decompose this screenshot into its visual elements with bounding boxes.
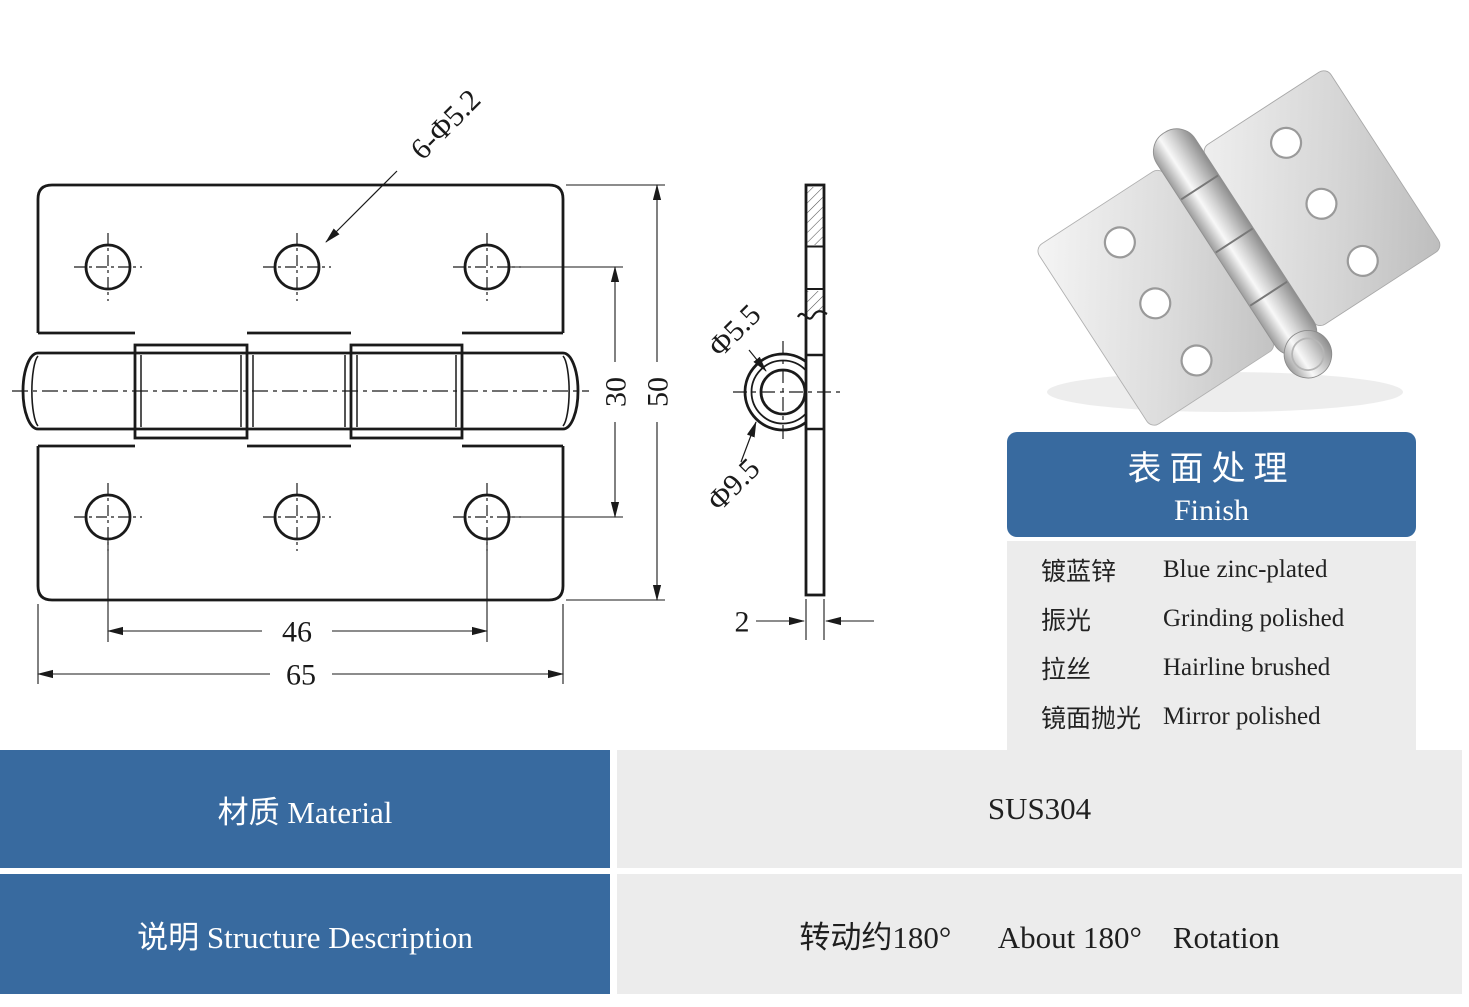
finish-row: 振光 Grinding polished [1007, 594, 1416, 643]
spec-material-value: SUS304 [617, 750, 1462, 868]
spec-description-label: 说明 Structure Description [0, 874, 610, 994]
spec-material-label: 材质 Material [0, 750, 610, 868]
finish-row: 镀蓝锌 Blue zinc-plated [1007, 545, 1416, 594]
dim-outer-height-label: 50 [642, 377, 675, 407]
front-view [12, 170, 665, 684]
hinge-barrel-joints [1180, 174, 1288, 307]
finish-title-zh: 表面处理 [1127, 451, 1296, 488]
technical-drawing: 6-Φ5.2 30 50 46 65 [12, 83, 874, 692]
finish-option-en: Mirror polished [1163, 702, 1321, 730]
hinge-pin-bottom-cap [1283, 330, 1333, 379]
dim-pin-diameter-label: Φ5.5 [702, 298, 767, 363]
hinge-leaf-holes [1103, 126, 1379, 377]
finish-panel-body: 镀蓝锌 Blue zinc-plated 振光 Grinding polishe… [1007, 541, 1416, 750]
finish-option-zh: 镀蓝锌 [1041, 558, 1117, 586]
spec-description-value: 转动约180° About 180° Rotation [617, 874, 1462, 994]
hole-callout-label: 6-Φ5.2 [404, 83, 487, 166]
hinge-photo-group [1037, 70, 1441, 426]
product-photo [1037, 70, 1441, 426]
dim-hole-width-label: 46 [282, 616, 312, 649]
finish-option-en: Blue zinc-plated [1163, 555, 1328, 583]
finish-panel-header: 表面处理 Finish [1007, 432, 1416, 537]
finish-option-en: Hairline brushed [1163, 653, 1331, 681]
finish-row: 镜面抛光 Mirror polished [1007, 692, 1416, 741]
finish-title-en: Finish [1173, 494, 1250, 527]
hinge-pin-bottom-cap-rim [1291, 337, 1325, 371]
finish-panel: 表面处理 Finish 镀蓝锌 Blue zinc-plated 振光 Grin… [1007, 432, 1416, 750]
side-view [733, 183, 874, 640]
finish-option-zh: 拉丝 [1041, 656, 1092, 684]
dim-thickness-label: 2 [735, 606, 750, 639]
finish-row: 拉丝 Hairline brushed [1007, 643, 1416, 692]
finish-option-zh: 振光 [1041, 607, 1092, 635]
finish-option-zh: 镜面抛光 [1041, 705, 1142, 733]
screw-holes [84, 243, 511, 541]
finish-option-en: Grinding polished [1163, 604, 1345, 632]
dim-outer-width-label: 65 [286, 659, 316, 692]
dim-knuckle-diameter-label: Φ9.5 [701, 452, 766, 517]
dim-hole-height-label: 30 [600, 377, 633, 407]
